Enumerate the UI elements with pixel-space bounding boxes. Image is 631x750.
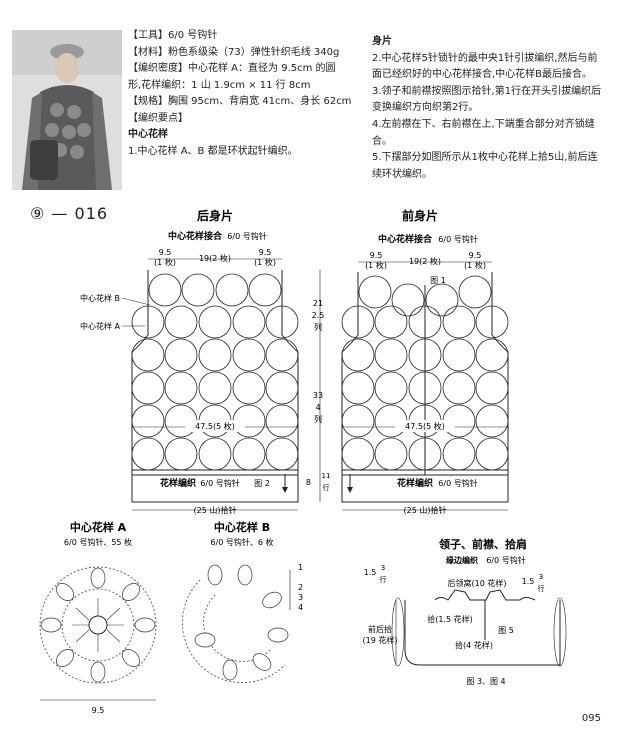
back-hook: 6/0 号钩针: [227, 231, 266, 241]
back-motif-grid: [131, 273, 299, 471]
motif-b-diagram: 中心花样 B 6/0 号钩针、6 枚 1 2 3 4: [182, 520, 303, 683]
collar-sub: 缘边编织: [446, 555, 478, 565]
pattern-code: ⑨ — 016: [30, 204, 109, 223]
back-title: 后身片: [197, 208, 233, 223]
info-block: 【工具】6/0 号钩针 【材料】粉色系级染（73）弹性针织毛线 340g 【编织…: [128, 28, 368, 160]
collar-left-rows: 3: [381, 564, 385, 572]
back-bottom-pickup: (25 山)拾针: [194, 505, 237, 515]
front-shoulder-right-count: (1 枚): [464, 260, 486, 270]
back-fig-2: 图 2: [254, 479, 270, 488]
motif-b-row-3: 2: [298, 583, 303, 592]
motif-b-sub: 6/0 号钩针、6 枚: [210, 537, 273, 547]
back-height-2-rows: 4: [315, 403, 320, 412]
front-shoulder-right: 9.5: [469, 251, 482, 260]
motif-a-dim: 9.5: [92, 706, 105, 715]
motif-a-diagram: 中心花样 A 6/0 号钩针、55 枚 9.5: [39, 520, 157, 715]
body-instructions: 身片 2.中心花样5针锁针的最中央1针引拔编织,然后与前面已经织好的中心花样接合…: [372, 34, 607, 183]
back-hem-label: 花样编织: [160, 477, 196, 489]
back-label-motif-b: 中心花样 B: [80, 293, 120, 303]
back-height-2: 33: [313, 391, 323, 400]
front-shoulder-left-count: (1 枚): [365, 260, 387, 270]
back-shoulder-right: 9.5: [259, 248, 272, 257]
back-height-3: 8: [306, 478, 311, 487]
collar-right-rows: 3: [539, 573, 543, 581]
collar-right-dim: 1.5: [522, 577, 535, 586]
back-height-2-unit: 列: [314, 414, 322, 424]
front-hem-label: 花样编织: [397, 477, 433, 489]
back-label-motif-a: 中心花样 A: [80, 321, 121, 331]
collar-hook: 6/0 号钩针: [486, 555, 525, 565]
collar-pick-2: 拾(4 花样): [455, 640, 493, 650]
model-photo-illustration: [12, 30, 122, 190]
collar-left-unit: 行: [380, 575, 387, 584]
collar-right-unit: 行: [538, 584, 545, 593]
back-height-1-unit: 列: [314, 322, 322, 332]
step-3: 3.领子和前襟按照图示拾针,第1行在开头引拔编织后变换编织方向织第2行。: [372, 85, 602, 114]
step-5: 5.下摆部分如图所示从1枚中心花样上拾5山,前后连续环状编织。: [372, 152, 598, 180]
front-sub: 中心花样接合: [378, 233, 433, 245]
gauge-line-1: 【编织密度】中心花样 A：直径为 9.5cm 的圆: [128, 63, 336, 74]
back-width: 47.5(5 枚): [195, 421, 235, 431]
motif-b-row-4: 1: [298, 563, 303, 572]
front-width: 47.5(5 枚): [405, 421, 445, 431]
points-heading: 【编织要点】: [128, 112, 188, 124]
front-neck: 19(2 枚): [409, 256, 441, 266]
back-height-1: 21: [313, 299, 323, 308]
motif-a-title: 中心花样 A: [70, 520, 127, 534]
collar-back-neck: 后领窝(10 花样): [448, 578, 507, 588]
back-height-3-unit: 行: [323, 483, 330, 492]
motif-a-sub: 6/0 号钩针、55 枚: [64, 537, 132, 547]
collar-front-pick-1: 前后拾: [368, 624, 392, 634]
collar-front-pick-2: (19 花样): [363, 635, 398, 645]
collar-diagram: 领子、前襟、拾肩 缘边编织 6/0 号钩针 1.5 3 行 1.5 3 行 后领…: [363, 537, 567, 686]
back-sub: 中心花样接合: [168, 230, 223, 242]
body-heading: 身片: [372, 36, 392, 47]
material-line: 【材料】粉色系级染（73）弹性针织毛线 340g: [128, 46, 340, 58]
collar-fig-5: 图 5: [498, 626, 514, 635]
tools-line: 【工具】6/0 号钩针: [128, 30, 218, 41]
collar-left-dim: 1.5: [364, 568, 377, 577]
back-shoulder-left-count: (1 枚): [154, 257, 176, 267]
step-4: 4.左前襟在下、右前襟在上,下端重合部分对齐锁缝合。: [372, 118, 595, 147]
step-1: 1.中心花样 A、B 都是环状起针编织。: [128, 145, 298, 157]
front-title: 前身片: [402, 208, 438, 223]
gauge-line-2: 形,花样编织：1 山 1.9cm × 11 行 8cm: [128, 79, 311, 91]
motif-b-title: 中心花样 B: [214, 520, 270, 534]
step-2: 2.中心花样5针锁针的最中央1针引拔编织,然后与前面已经织好的中心花样接合,中心…: [372, 52, 598, 81]
back-panel-diagram: 后身片 中心花样接合 6/0 号钩针 9.5 (1 枚) 19(2 枚) 9.5…: [80, 208, 330, 515]
back-shoulder-right-count: (1 枚): [254, 257, 276, 267]
front-hem-hook: 6/0 号钩针: [438, 478, 477, 488]
front-bottom-pickup: (25 山)拾针: [404, 505, 447, 515]
front-fig-1: 图 1: [430, 276, 446, 285]
collar-title: 领子、前襟、拾肩: [438, 537, 527, 551]
front-shoulder-left: 9.5: [370, 251, 383, 260]
motif-b-row-1: 4: [298, 603, 303, 612]
collar-pick-1: 拾(1.5 花样): [427, 614, 473, 624]
collar-figs: 图 3、图 4: [466, 677, 505, 686]
front-panel-diagram: 前身片 中心花样接合 6/0 号钩针 9.5 (1 枚) 19(2 枚) 9.5…: [341, 208, 509, 515]
page-number: 095: [581, 713, 601, 724]
model-photo: [12, 30, 122, 190]
motif-b-row-2: 3: [298, 593, 303, 602]
back-hem-hook: 6/0 号钩针: [200, 478, 239, 488]
back-shoulder-left: 9.5: [159, 248, 172, 257]
back-height-3-rows: 11: [322, 472, 331, 480]
center-heading: 中心花样: [128, 129, 168, 140]
back-height-1-rows: 2.5: [312, 311, 325, 320]
front-hook: 6/0 号钩针: [438, 234, 477, 244]
back-neck: 19(2 枚): [199, 253, 231, 263]
size-line: 【规格】胸围 95cm、背肩宽 41cm、身长 62cm: [128, 96, 352, 107]
